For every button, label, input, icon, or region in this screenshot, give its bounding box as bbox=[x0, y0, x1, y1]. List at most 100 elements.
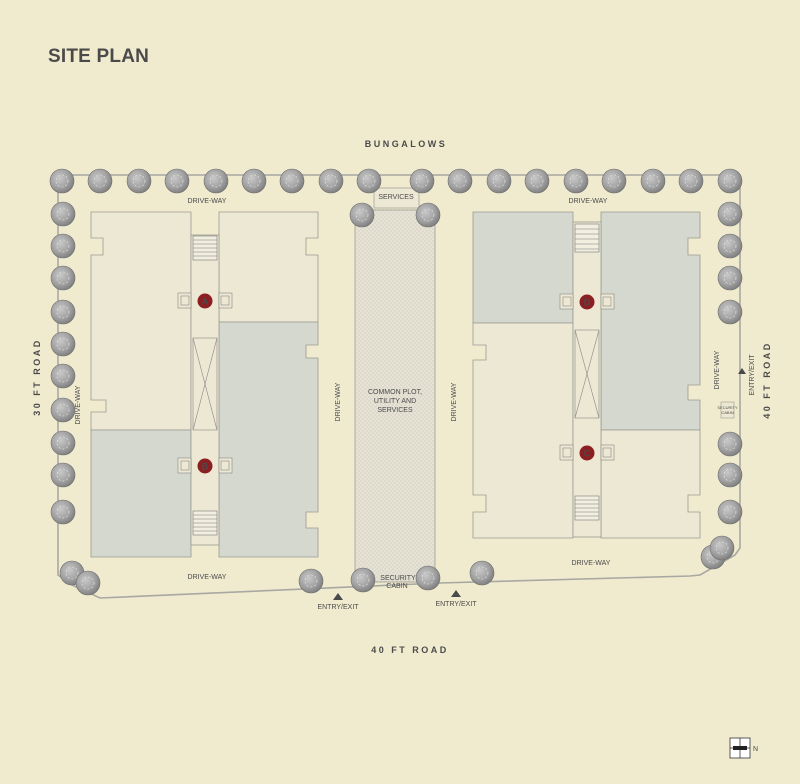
wing-a-left bbox=[90, 211, 192, 431]
lift-shaft-right bbox=[574, 329, 600, 419]
tree-icon-detail bbox=[56, 505, 70, 519]
block-marker-b: B bbox=[197, 458, 213, 474]
block-label-d: D bbox=[584, 298, 591, 308]
tree-icon bbox=[717, 201, 743, 227]
entry-exit-east: ENTRY/EXIT bbox=[738, 354, 756, 396]
tree-icon bbox=[87, 168, 113, 194]
driveway-label-top-right: DRIVE-WAY bbox=[569, 198, 608, 205]
tree-icon-detail bbox=[56, 239, 70, 253]
lobby-a bbox=[177, 292, 233, 309]
tree-icon-detail bbox=[723, 174, 737, 188]
tree-icon bbox=[717, 462, 743, 488]
tree-icon bbox=[678, 168, 704, 194]
driveway-label-bottom-left: DRIVE-WAY bbox=[188, 574, 227, 581]
tree-icon bbox=[709, 535, 735, 561]
block-label-a: A bbox=[202, 297, 209, 307]
driveway-label-right: DRIVE-WAY bbox=[714, 350, 721, 389]
driveway-label-left: DRIVE-WAY bbox=[75, 385, 82, 424]
common-plot bbox=[354, 209, 436, 583]
tree-icon-detail bbox=[55, 174, 69, 188]
tree-icon bbox=[349, 202, 375, 228]
tree-icon-detail bbox=[170, 174, 184, 188]
tree-icon-detail bbox=[415, 174, 429, 188]
tree-icon-detail bbox=[81, 576, 95, 590]
tree-icon-detail bbox=[723, 239, 737, 253]
tree-icon-detail bbox=[324, 174, 338, 188]
wing-d-right bbox=[600, 211, 701, 431]
block-marker-c: C bbox=[579, 445, 595, 461]
tree-icon bbox=[75, 570, 101, 596]
tree-icon-detail bbox=[56, 403, 70, 417]
tree-icon bbox=[50, 201, 76, 227]
tree-icon-detail bbox=[646, 174, 660, 188]
tree-icon-detail bbox=[56, 369, 70, 383]
road-label-top: BUNGALOWS bbox=[365, 139, 448, 149]
trees bbox=[49, 168, 743, 596]
tree-icon bbox=[447, 168, 473, 194]
tree-icon-detail bbox=[475, 566, 489, 580]
common-plot-label-line2: UTILITY AND bbox=[374, 398, 416, 405]
wing-a-right bbox=[218, 211, 319, 323]
tree-icon-detail bbox=[569, 174, 583, 188]
security-cabin-small-label1: SECURITY bbox=[717, 405, 738, 410]
services-box bbox=[373, 187, 420, 209]
tree-icon-detail bbox=[715, 541, 729, 555]
tree-icon bbox=[601, 168, 627, 194]
tree-icon bbox=[409, 168, 435, 194]
entry-arrow-east bbox=[738, 368, 746, 374]
road-label-right: 40 FT ROAD bbox=[762, 341, 772, 419]
tree-icon-detail bbox=[93, 174, 107, 188]
compass-north-label: N bbox=[753, 746, 758, 753]
security-cabin-label-line1: SECURITY bbox=[380, 575, 416, 582]
lobby-c bbox=[559, 444, 615, 461]
tree-icon-detail bbox=[65, 566, 79, 580]
driveway-label-mid-left: DRIVE-WAY bbox=[335, 382, 342, 421]
tree-icon-detail bbox=[723, 305, 737, 319]
tree-icon bbox=[717, 499, 743, 525]
tree-icon bbox=[50, 397, 76, 423]
security-cabin-small-label2: CABIN bbox=[721, 410, 733, 415]
tree-icon bbox=[50, 331, 76, 357]
tree-icon bbox=[717, 233, 743, 259]
tree-icon bbox=[50, 363, 76, 389]
tree-icon-detail bbox=[607, 174, 621, 188]
services-label: SERVICES bbox=[378, 194, 414, 201]
entry-arrow-left bbox=[333, 593, 343, 600]
tree-icon-detail bbox=[56, 436, 70, 450]
tree-icon-detail bbox=[304, 574, 318, 588]
tree-icon-detail bbox=[421, 571, 435, 585]
tree-icon bbox=[279, 168, 305, 194]
entry-exit-right: ENTRY/EXIT bbox=[435, 590, 477, 608]
tree-icon-detail bbox=[723, 271, 737, 285]
block-label-c: C bbox=[584, 449, 591, 459]
tree-icon bbox=[356, 168, 382, 194]
tree-icon-detail bbox=[56, 207, 70, 221]
staircase-right-top bbox=[574, 223, 600, 253]
page-title: SITE PLAN bbox=[48, 46, 149, 67]
tree-icon bbox=[415, 202, 441, 228]
tree-icon bbox=[164, 168, 190, 194]
tree-icon bbox=[50, 299, 76, 325]
tree-icon bbox=[203, 168, 229, 194]
lift-shaft-left bbox=[192, 337, 218, 431]
right-building bbox=[472, 211, 701, 539]
wing-d-left bbox=[472, 211, 574, 324]
staircase-left-bottom bbox=[192, 510, 218, 536]
tree-icon-detail bbox=[453, 174, 467, 188]
entry-exit-label-east: ENTRY/EXIT bbox=[749, 354, 756, 396]
entry-arrow-right bbox=[451, 590, 461, 597]
tree-icon-detail bbox=[356, 573, 370, 587]
tree-icon bbox=[350, 567, 376, 593]
tree-icon bbox=[717, 168, 743, 194]
wing-b-right bbox=[218, 321, 319, 558]
tree-icon-detail bbox=[723, 207, 737, 221]
tree-icon bbox=[50, 430, 76, 456]
compass: N bbox=[729, 737, 758, 759]
tree-icon bbox=[640, 168, 666, 194]
tree-icon bbox=[415, 565, 441, 591]
entry-exit-label-left: ENTRY/EXIT bbox=[317, 604, 359, 611]
tree-icon-detail bbox=[723, 468, 737, 482]
wing-c-left bbox=[472, 322, 574, 539]
tree-icon-detail bbox=[492, 174, 506, 188]
